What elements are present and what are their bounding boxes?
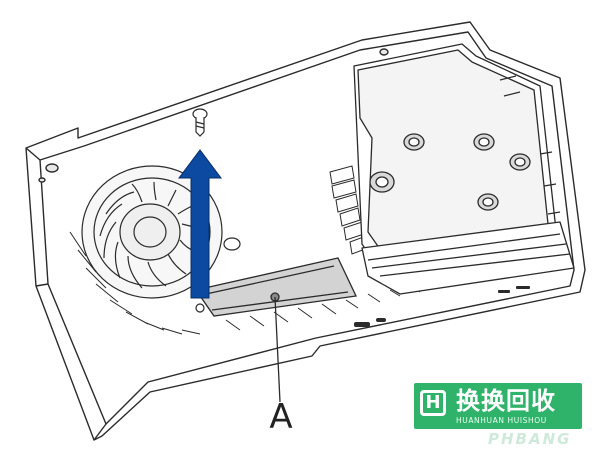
watermark-ghost-text: PHBANG [488,430,572,448]
fan-icon [81,165,241,299]
callout-leader-line [274,296,281,403]
corner-hole-top [45,163,59,173]
shield-holes [369,133,531,211]
callout-label: A [269,397,293,437]
watermark-subtitle: HUANHUAN HUISHOU [456,416,547,425]
main-shield [353,43,575,295]
corner-hole-left [38,177,46,183]
corner-hole-right [379,48,389,56]
watermark-logo: H [420,390,446,416]
bottom-vents [69,231,421,335]
screw-icon [192,108,208,137]
watermark-title: 换换回收 [456,387,556,415]
console-left-lip [25,147,107,441]
bottom-slots [354,286,530,327]
watermark: H 换换回收 HUANHUAN HUISHOU [414,383,582,429]
arrow-up-icon [178,149,222,299]
screw-hole [195,303,205,313]
expansion-slot-cover [194,257,357,317]
